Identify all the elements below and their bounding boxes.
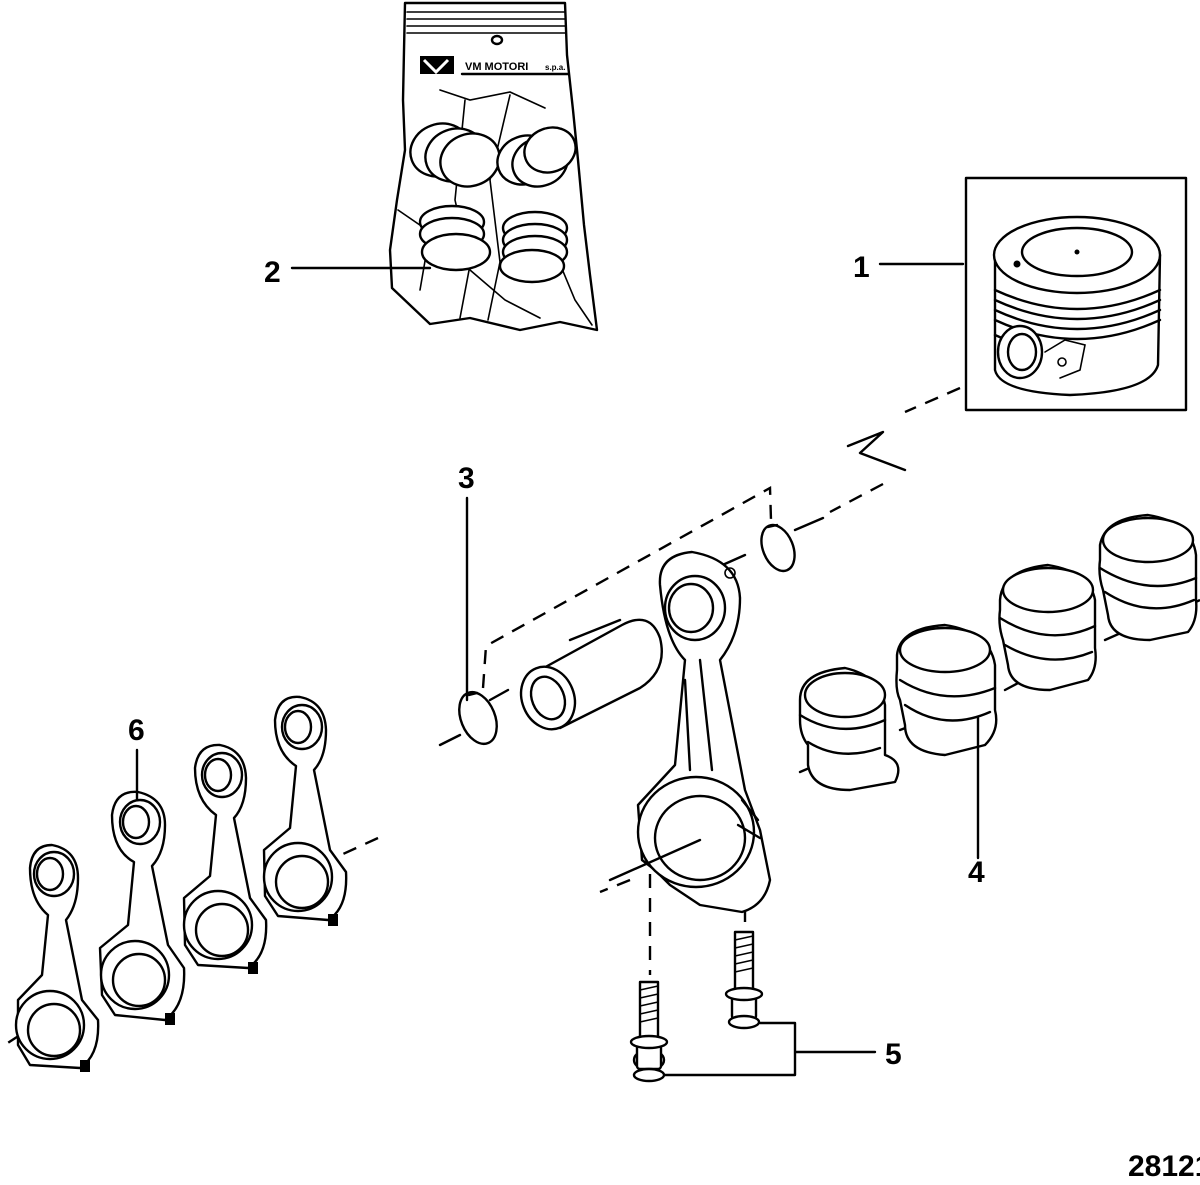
bearing-shell-4 — [1098, 513, 1198, 642]
bag-brand-text: VM MOTORI — [465, 61, 528, 73]
callout-1-label: 1 — [853, 251, 870, 284]
rod-set-item-1 — [14, 843, 100, 1072]
connecting-rod-set — [14, 695, 348, 1072]
figure-number: 28121 — [1128, 1150, 1200, 1183]
connecting-rod-main — [608, 550, 772, 914]
bearing-shell-1 — [798, 666, 900, 792]
callout-2-label: 2 — [264, 256, 281, 289]
piston-pin — [519, 618, 663, 731]
bag-logo — [420, 56, 454, 75]
connecting-rod-bearing-shells — [798, 513, 1198, 792]
bearing-shell-3 — [998, 563, 1097, 692]
callout-5-leader — [663, 1021, 877, 1077]
rod-bolt-2 — [724, 930, 764, 1030]
rod-set-item-2 — [98, 790, 186, 1025]
piston-ring-set-3 — [418, 204, 492, 272]
callout-4-label: 4 — [968, 856, 985, 889]
callout-4: 4 — [968, 716, 985, 889]
piston-inset — [964, 176, 1188, 412]
rod-set-item-3 — [182, 743, 268, 974]
piston-ring-set-2 — [496, 126, 577, 188]
callout-3: 3 — [458, 462, 475, 702]
callout-1: 1 — [853, 251, 965, 284]
piston-ring-set-1 — [409, 122, 501, 188]
callout-2: 2 — [264, 256, 432, 289]
piston-ring-set-4 — [498, 210, 569, 284]
callout-3-label: 3 — [458, 462, 475, 495]
bag-brand-suffix: s.p.a. — [545, 63, 565, 72]
piston-pin-retaining-clips — [458, 485, 796, 746]
rod-set-item-4 — [262, 695, 348, 926]
callout-6: 6 — [128, 714, 145, 802]
connecting-rod-bolts — [629, 930, 764, 1083]
rod-bolt-1 — [629, 980, 669, 1083]
callout-5: 5 — [663, 1021, 902, 1077]
bearing-shell-2 — [895, 623, 998, 757]
circlip-right — [760, 523, 796, 573]
assembly-centerlines — [0, 386, 1200, 1050]
piston — [992, 215, 1162, 397]
callout-6-label: 6 — [128, 714, 145, 747]
callout-5-label: 5 — [885, 1038, 902, 1071]
piston-ring-kit-bag: VM MOTORI s.p.a. — [388, 1, 599, 332]
